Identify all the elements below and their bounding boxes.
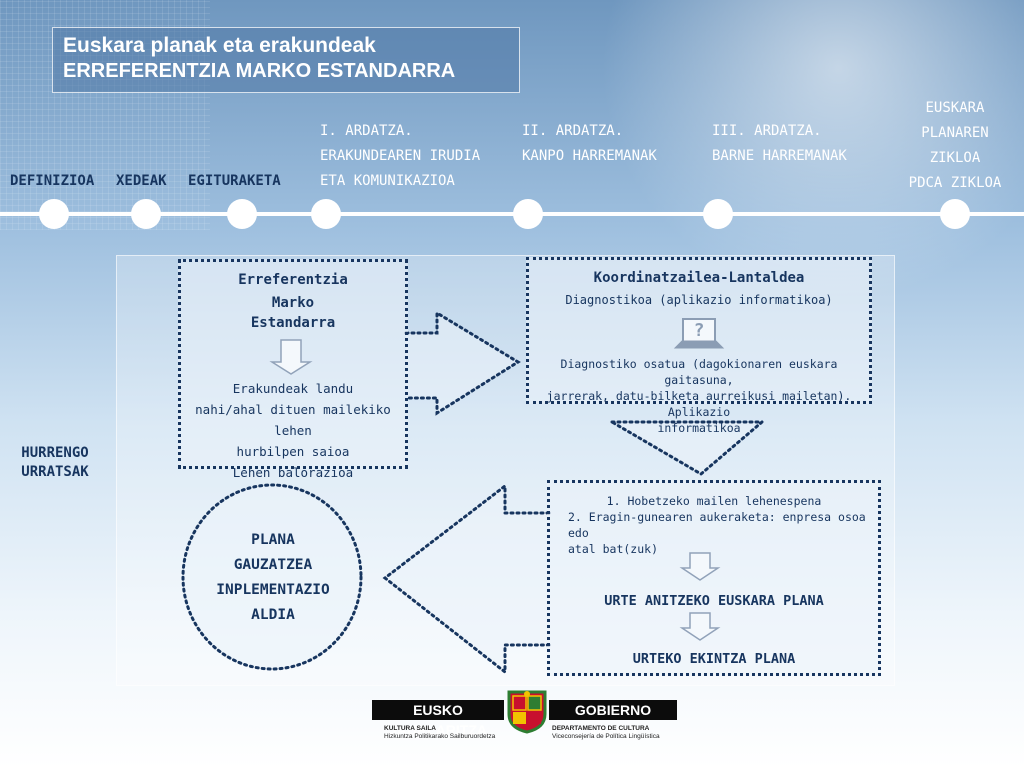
timeline-dot[interactable] (311, 199, 341, 229)
marko-title-1: Erreferentzia (238, 272, 348, 288)
next-steps-line-2: URRATSAK (21, 464, 89, 480)
timeline-dot[interactable] (703, 199, 733, 229)
title-line-1: Euskara planak eta erakundeak (63, 34, 376, 57)
step-ardatza-1-line1: ERAKUNDEAREN IRUDIA (320, 148, 481, 164)
step-ardatza-1-head: I. ARDATZA. (320, 123, 413, 139)
pdca-line-4: PDCA ZIKLOA (908, 175, 1002, 191)
marko-item: Erakundeak landu (232, 381, 354, 396)
logo-left-sub2: Hizkuntza Politikarako Sailburuordetza (384, 733, 496, 740)
implementation-circle-text: PLANA GAUZATZEA INPLEMENTAZIO ALDIA (190, 528, 356, 628)
logo-left-name: EUSKO JAURLARITZA (372, 700, 504, 738)
marko-item: nahi/ahal dituen mailekiko lehen (195, 402, 391, 438)
pdca-line-1: EUSKARA (925, 100, 985, 116)
coordinator-subtitle: Diagnostikoa (aplikazio informatikoa) (565, 293, 833, 307)
pdca-label: EUSKARA PLANAREN ZIKLOA PDCA ZIKLOA (892, 96, 1018, 196)
logo-right-name: GOBIERNO VASCO (549, 700, 677, 738)
step-ardatza-1-line2: ETA KOMUNIKAZIOA (320, 173, 455, 189)
coat-of-arms-icon (507, 690, 547, 734)
step-ardatza-2-line1: KANPO HARREMANAK (522, 148, 657, 164)
arrow-right (404, 310, 521, 416)
marko-item: hurbilpen saioa (236, 444, 350, 459)
timeline-dot[interactable] (513, 199, 543, 229)
plan-item: 2. Eragin-gunearen aukeraketa: enpresa o… (568, 510, 866, 540)
circle-line: ALDIA (251, 607, 295, 623)
step-xedeak: XEDEAK (116, 173, 167, 189)
multi-year-plan: URTE ANITZEKO EUSKARA PLANA (604, 593, 824, 609)
coordinator-title: Koordinatzailea-Lantaldea (593, 270, 805, 286)
step-ardatza-3-head: III. ARDATZA. (712, 123, 822, 139)
title-line-2: ERREFERENTZIA MARKO ESTANDARRA (63, 60, 456, 82)
arrow-down (606, 420, 767, 476)
next-steps-label: HURRENGO URRATSAK (0, 444, 110, 482)
marko-title-2: Marko (271, 295, 315, 311)
logo-left-sub1: KULTURA SAILA (384, 725, 436, 732)
pdca-line-3: ZIKLOA (929, 150, 981, 166)
pdca-line-2: PLANAREN (921, 125, 989, 141)
next-steps-line-1: HURRENGO (21, 445, 89, 461)
marko-title-3: Estandarra (250, 315, 336, 331)
marko-item: Lehen balorazioa (232, 465, 354, 480)
box-plan-prioritization: 1. Hobetzeko mailen lehenespena 2. Eragi… (547, 480, 881, 676)
step-egituraketa: EGITURAKETA (188, 173, 281, 189)
slide-title: Euskara planak eta erakundeak ERREFERENT… (52, 27, 520, 93)
coordinator-desc-line: informatikoa (657, 421, 741, 435)
circle-line: INPLEMENTAZIO (216, 582, 330, 598)
plan-item: atal bat(zuk) (568, 542, 659, 556)
circle-line: PLANA (251, 532, 295, 548)
timeline-dot[interactable] (131, 199, 161, 229)
plan-item: 1. Hobetzeko mailen lehenespena (606, 494, 822, 508)
logo-right-sub1: DEPARTAMENTO DE CULTURA (552, 725, 650, 732)
box-coordinator-team: Koordinatzailea-Lantaldea Diagnostikoa (… (526, 257, 872, 435)
coordinator-desc-line: jarrerak, datu-bilketa aurreikusi mailet… (546, 389, 852, 419)
implementation-circle (181, 483, 363, 671)
timeline-dot[interactable] (39, 199, 69, 229)
timeline-dot[interactable] (940, 199, 970, 229)
timeline-line (0, 212, 1024, 216)
annual-action-plan: URTEKO EKINTZA PLANA (632, 651, 796, 667)
coordinator-desc-line: Diagnostiko osatua (dagokionaren euskara… (560, 357, 838, 387)
logo-right-sub2: Viceconsejería de Política Lingüística (552, 733, 660, 740)
arrow-left (382, 482, 551, 676)
circle-line: GAUZATZEA (233, 557, 313, 573)
box-reference-framework: Erreferentzia Marko Estandarra Erakundea… (178, 259, 408, 480)
step-ardatza-2-head: II. ARDATZA. (522, 123, 624, 139)
timeline-dot[interactable] (227, 199, 257, 229)
step-definizioa: DEFINIZIOA (10, 173, 95, 189)
step-ardatza-3-line1: BARNE HARREMANAK (712, 148, 847, 164)
